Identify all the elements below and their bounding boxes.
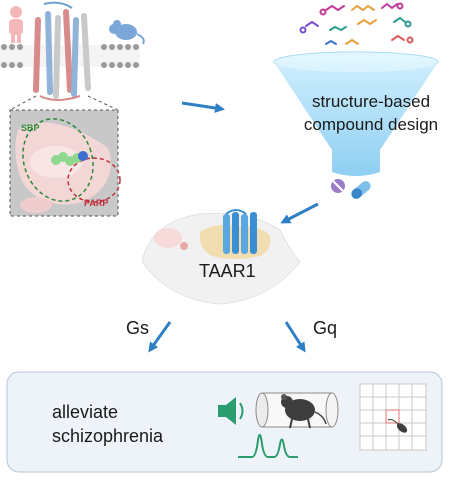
arrow-gq xyxy=(284,321,306,353)
binding-pocket-icon xyxy=(9,109,121,217)
compound-pill-icon xyxy=(331,179,345,193)
receptor-label: TAAR1 xyxy=(199,261,256,281)
outcome-label: alleviate schizophrenia xyxy=(52,400,163,448)
design-label-line2: compound design xyxy=(303,115,439,134)
gs-label: Gs xyxy=(126,318,150,338)
taar1-receptor-icon xyxy=(223,209,257,254)
design-label: structure-based compound design xyxy=(286,90,453,136)
zoom-lines xyxy=(9,95,119,111)
pocket-parp-label: PARP xyxy=(84,198,109,208)
membrane-receptor-icon xyxy=(0,1,140,101)
gq-label: Gq xyxy=(313,318,338,338)
compound-icon xyxy=(299,2,414,45)
speaker-icon xyxy=(218,397,244,425)
capsule-icon xyxy=(351,181,371,199)
outcome-label-line1: alleviate xyxy=(52,402,119,422)
arrow-gs xyxy=(148,321,172,353)
design-label-line1: structure-based xyxy=(311,92,431,111)
waveform-icon xyxy=(238,433,298,458)
mouse-icon xyxy=(109,20,145,45)
arrow-to-design xyxy=(181,101,225,113)
funnel-icon xyxy=(273,51,439,176)
pocket-sbp-label: SBP xyxy=(21,123,40,133)
arrow-to-receptor xyxy=(280,202,319,224)
tunnel-icon xyxy=(255,392,339,429)
mouse-arena-icon xyxy=(359,383,427,451)
outcome-label-line2: schizophrenia xyxy=(52,426,164,446)
human-figure-icon xyxy=(9,6,23,43)
